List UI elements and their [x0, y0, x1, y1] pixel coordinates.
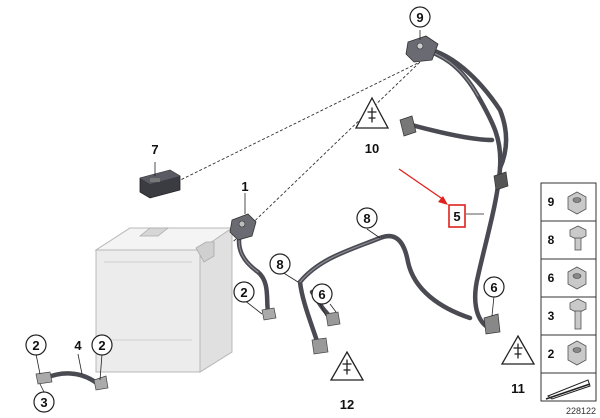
callout-12[interactable]: 12: [340, 397, 354, 412]
svg-text:8: 8: [363, 211, 370, 226]
callout-2-strap-right[interactable]: 2: [91, 334, 113, 356]
hex-bolt-short-icon: [569, 225, 587, 251]
hardware-number-2: 2: [548, 347, 555, 361]
svg-text:4: 4: [74, 338, 82, 353]
hardware-number-3: 3: [548, 309, 555, 323]
hex-bolt-long-icon: [569, 298, 587, 330]
svg-text:6: 6: [318, 287, 325, 302]
callout-9[interactable]: 9: [409, 6, 431, 28]
svg-text:7: 7: [151, 142, 158, 157]
callout-4[interactable]: 4: [74, 338, 82, 353]
hex-nut-collar-icon: [567, 340, 587, 366]
hardware-cell-3[interactable]: [540, 296, 597, 336]
svg-text:3: 3: [40, 395, 47, 410]
hardware-number-9: 9: [548, 195, 555, 209]
hardware-panel: 9 8 6 3 2: [540, 182, 597, 402]
assembly-guide-lines: [149, 61, 421, 263]
callout-2-strap-left[interactable]: 2: [25, 334, 47, 356]
battery-terminal-cable-part-1[interactable]: [229, 213, 277, 321]
svg-text:8: 8: [276, 257, 283, 272]
battery: [94, 227, 234, 373]
callout-6-right[interactable]: 6: [483, 276, 505, 298]
hex-nut-flanged-icon: [567, 191, 587, 215]
callout-3[interactable]: 3: [33, 391, 55, 413]
callout-11[interactable]: 11: [511, 381, 525, 396]
svg-text:1: 1: [241, 179, 248, 194]
callout-6-cable[interactable]: 6: [311, 283, 333, 305]
callout-1[interactable]: 1: [241, 179, 248, 194]
ground-strap-part-4[interactable]: [35, 371, 109, 391]
svg-text:2: 2: [98, 338, 105, 353]
callout-7[interactable]: 7: [151, 142, 158, 157]
callout-10[interactable]: 10: [365, 141, 379, 156]
highlight-arrow: [398, 168, 448, 205]
cable-assembly-part-8[interactable]: [297, 233, 473, 355]
electrical-warning-triangle-icon-11: [500, 334, 536, 365]
svg-text:2: 2: [240, 285, 247, 300]
callout-2-battery[interactable]: 2: [233, 281, 255, 303]
callout-8-top[interactable]: 8: [356, 207, 378, 229]
hardware-cell-2[interactable]: [540, 334, 597, 374]
callout-5-highlighted[interactable]: 5: [448, 204, 466, 228]
svg-text:6: 6: [490, 280, 497, 295]
hardware-number-8: 8: [548, 233, 555, 247]
hex-nut-icon: [567, 266, 587, 290]
fuse-box-part-7[interactable]: [139, 169, 181, 199]
hardware-cell-8[interactable]: [540, 220, 597, 260]
hardware-number-6: 6: [548, 271, 555, 285]
callout-8-left[interactable]: 8: [269, 253, 291, 275]
shim-wedge-icon: [545, 379, 591, 400]
svg-text:2: 2: [32, 338, 39, 353]
electrical-warning-triangle-icon-10: [354, 96, 390, 129]
leader-lines: [35, 30, 495, 393]
reference-number: 228122: [566, 406, 596, 416]
svg-text:9: 9: [416, 10, 423, 25]
electrical-warning-triangle-icon-12: [329, 350, 365, 381]
cable-end-part-9[interactable]: [405, 35, 439, 63]
svg-text:5: 5: [453, 209, 460, 224]
